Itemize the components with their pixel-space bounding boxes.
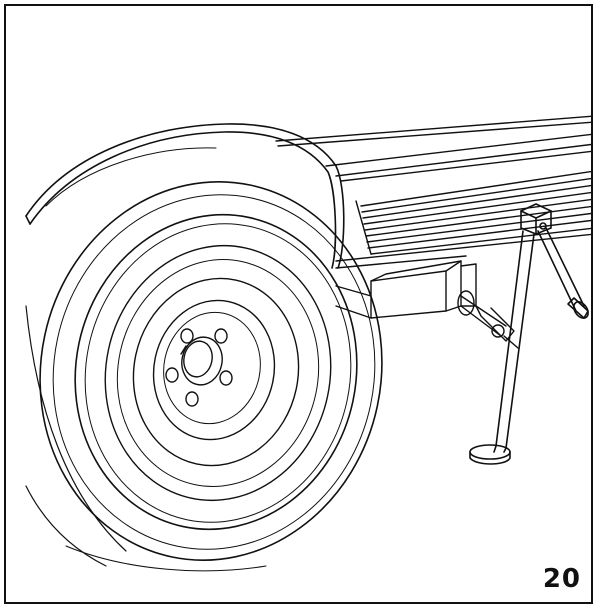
lug-nut <box>214 328 228 344</box>
ground-lines <box>65 545 267 572</box>
lug-nut <box>165 367 179 383</box>
wheel-hub <box>165 328 233 407</box>
illustration-frame: 20 <box>4 4 593 604</box>
trailer-wheel-jack-illustration <box>25 115 591 572</box>
jack-linkage <box>457 290 519 349</box>
wheel-rim <box>104 244 332 502</box>
lug-nut <box>185 391 199 407</box>
chassis-bracket <box>335 260 477 319</box>
figure-number: 20 <box>542 564 581 594</box>
tire <box>25 181 383 567</box>
jack-stand <box>469 203 589 465</box>
fender <box>25 123 345 269</box>
lug-nut <box>219 370 233 386</box>
lug-nut <box>180 328 194 344</box>
trailer-side-panel <box>275 115 591 269</box>
